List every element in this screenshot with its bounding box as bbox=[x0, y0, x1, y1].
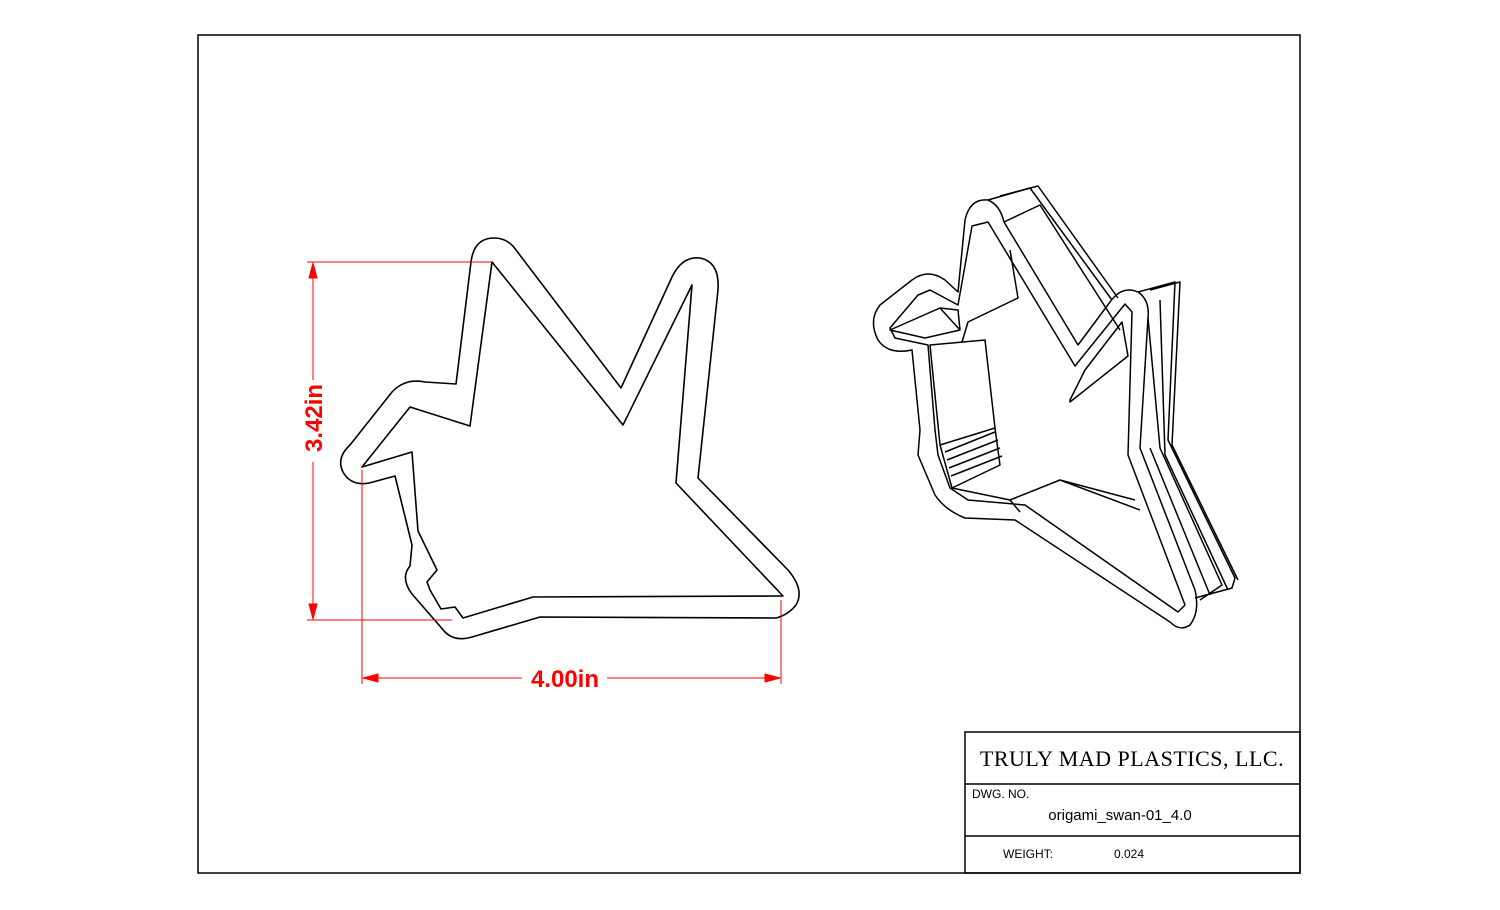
iso-back-layer-1 bbox=[987, 187, 1236, 599]
height-dimension-label: 3.42in bbox=[301, 384, 328, 452]
iso-back-layer-3 bbox=[1149, 299, 1229, 596]
dimension-arrow-bottom bbox=[308, 603, 318, 621]
dimension-lines bbox=[307, 261, 782, 684]
title-block bbox=[964, 731, 1301, 874]
dimension-arrow-top bbox=[308, 261, 318, 279]
width-dimension-label: 4.00in bbox=[531, 666, 599, 693]
cutter-isometric-view bbox=[872, 185, 1239, 629]
iso-blade-bottom bbox=[951, 479, 1141, 513]
weight-value: 0.024 bbox=[1114, 847, 1144, 861]
iso-inner-outline bbox=[889, 221, 1186, 613]
cutter-inner-outline bbox=[361, 261, 784, 619]
iso-front-outline bbox=[872, 199, 1198, 629]
sheet-border bbox=[197, 34, 1301, 874]
iso-blade-neck bbox=[929, 339, 1001, 489]
iso-blade-ridges bbox=[944, 431, 1003, 477]
weight-label: WEIGHT: bbox=[1003, 847, 1053, 861]
iso-back-layer-2 bbox=[999, 185, 1239, 601]
iso-blade-wing bbox=[961, 249, 1129, 403]
iso-blade-head bbox=[889, 307, 961, 339]
cutter-outline-view bbox=[339, 237, 800, 640]
cutter-outer-outline bbox=[339, 237, 800, 640]
dimension-arrow-right bbox=[764, 673, 782, 683]
dimension-arrow-left bbox=[361, 673, 379, 683]
company-name: TRULY MAD PLASTICS, LLC. bbox=[980, 746, 1284, 771]
dwg-no-value: origami_swan-01_4.0 bbox=[1048, 807, 1191, 824]
dwg-no-label: DWG. NO. bbox=[972, 787, 1029, 801]
